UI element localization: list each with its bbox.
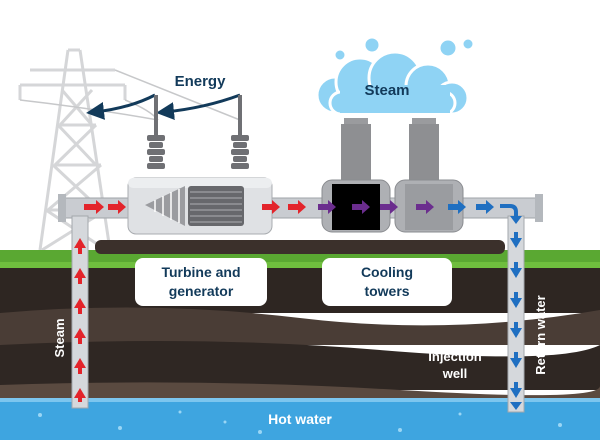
steam-right-arrows (84, 200, 306, 214)
cooling-arrows (318, 200, 434, 214)
return-down-arrows (510, 232, 522, 410)
turbine-generator-unit (127, 177, 273, 235)
cooling-label-line2: towers (364, 283, 409, 299)
injection-well-label-line1: Injection (428, 349, 482, 364)
energy-arrows (86, 93, 241, 121)
insulators (147, 95, 249, 169)
turbine-label-line1: Turbine and (161, 264, 240, 280)
steam-cloud-label: Steam (364, 82, 409, 99)
steam-pipe-label: Steam (52, 318, 67, 357)
hot-water-label: Hot water (268, 411, 332, 427)
injection-well-label-line2: well (442, 366, 468, 381)
hot-water-layer (0, 398, 600, 440)
water-bubbles (38, 410, 562, 434)
soil-mid-layer (0, 307, 600, 345)
cooling-label-box: Cooling towers (322, 258, 452, 306)
turbine-label-line2: generator (169, 283, 234, 299)
soil-top-layer (0, 268, 600, 313)
cooling-label-line1: Cooling (361, 264, 413, 280)
return-water-label: Return water (533, 295, 548, 374)
return-right-arrows (448, 200, 522, 224)
steam-cloud-fill (340, 85, 450, 113)
soil-deep-layer (0, 341, 600, 390)
turbine-label-box: Turbine and generator (135, 258, 267, 306)
steam-up-arrows (74, 238, 86, 402)
grass-highlight (0, 262, 600, 268)
energy-label: Energy (175, 73, 227, 90)
soil-bottom-layer (0, 382, 600, 400)
cooling-tower-chimneys (341, 118, 439, 184)
platform-base (95, 240, 505, 254)
hot-water-surface (0, 398, 600, 402)
